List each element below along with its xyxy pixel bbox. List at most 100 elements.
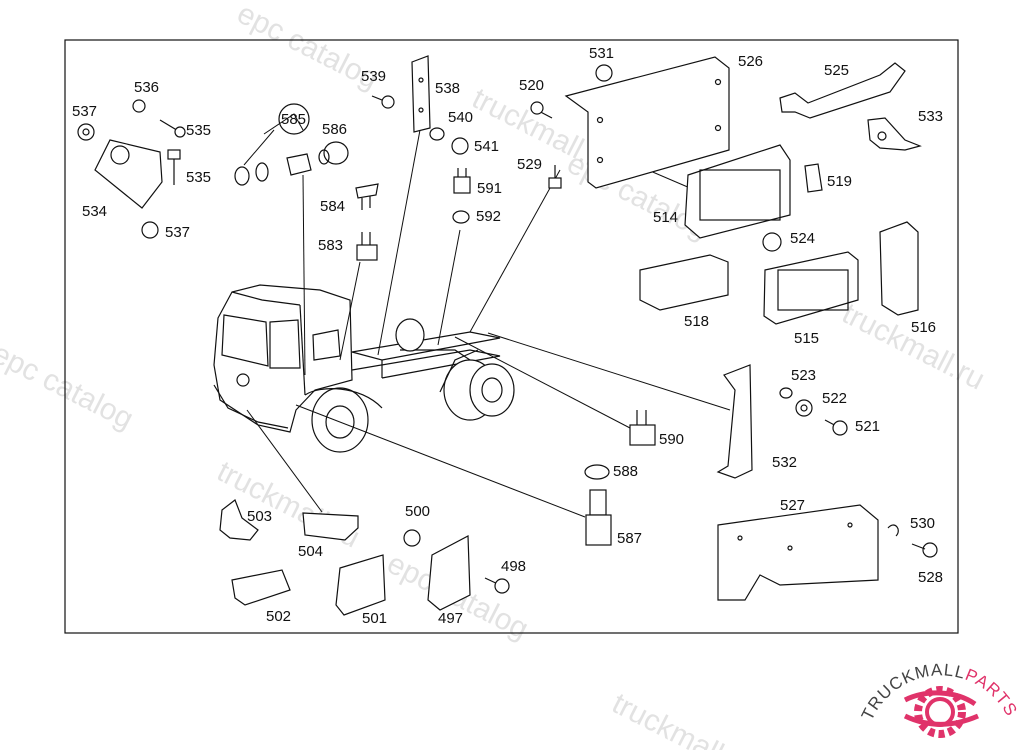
part-516-cover-box [879,221,919,316]
label-527: 527 [780,497,805,514]
part-523-washer [779,387,793,399]
label-518: 518 [684,313,709,330]
part-587-spark-plug [585,489,612,546]
label-540: 540 [448,109,473,126]
label-501: 501 [362,610,387,627]
part-592-washer [452,210,470,224]
part-538-bracket [411,55,431,133]
part-526-bracket-plate [564,56,730,189]
logo-text-accent: PARTS [963,665,1022,720]
part-590-switch [629,410,656,446]
part-586-cap [318,141,349,165]
label-530: 530 [910,515,935,532]
part-503-bracket [219,499,259,541]
part-540-washer [429,127,445,141]
part-521-bolt [824,419,848,436]
part-535-bolt [159,119,186,138]
label-532: 532 [772,454,797,471]
label-590: 590 [659,431,684,448]
label-585: 585 [281,111,306,128]
part-number-labels: 537 536 535 535 534 537 585 586 584 583 … [72,45,943,627]
label-500: 500 [405,503,430,520]
part-500-nut [403,529,421,547]
label-522: 522 [822,390,847,407]
truckmallparts-logo: TRUCKMALLPARTS [858,660,1022,738]
label-588: 588 [613,463,638,480]
part-504-bracket [302,512,359,541]
part-588-nut [584,464,610,480]
part-518-relay-box [639,254,729,311]
part-522-washer [795,399,813,417]
label-516: 516 [911,319,936,336]
part-520-bolt [530,101,553,119]
part-541-nut [451,137,469,155]
part-525-bracket [779,62,906,119]
part-536-washer [132,99,146,113]
label-529: 529 [517,156,542,173]
part-591-sensor [453,168,471,194]
part-515-cover [763,251,859,325]
part-583-switch [356,232,378,261]
label-586: 586 [322,121,347,138]
part-514-control-unit [684,144,791,239]
watermark-text: epc catalog [0,337,139,436]
part-530-washer [887,524,899,537]
part-584-plug [355,183,379,210]
label-583: 583 [318,237,343,254]
label-533: 533 [918,108,943,125]
part-537-nut [141,221,159,239]
leader-lines [243,113,731,518]
label-535: 535 [186,169,211,186]
part-524-nut [762,232,782,252]
label-498: 498 [501,558,526,575]
label-497: 497 [438,610,463,627]
part-531-nut [595,64,613,82]
label-524: 524 [790,230,815,247]
label-537: 537 [165,224,190,241]
part-537-nut [77,123,95,141]
label-523: 523 [791,367,816,384]
label-587: 587 [617,530,642,547]
part-501-bracket [335,554,386,616]
label-535: 535 [186,122,211,139]
watermark-text: truckmall.ru [607,687,760,750]
part-532-bracket [716,364,753,479]
truck-chassis-drawing [213,284,515,453]
label-536: 536 [134,79,159,96]
part-585-items [234,153,312,186]
label-519: 519 [827,173,852,190]
part-498-bolt [484,577,510,594]
watermark-text: truckmall.ru [837,297,990,397]
part-527-bracket [717,504,879,601]
part-535-bolt [167,149,181,185]
label-515: 515 [794,330,819,347]
label-526: 526 [738,53,763,70]
label-528: 528 [918,569,943,586]
label-584: 584 [320,198,345,215]
part-533-bracket [867,117,922,151]
part-539-bolt [371,95,395,109]
part-502-bracket [231,569,291,606]
label-504: 504 [298,543,323,560]
part-519-clip [804,163,823,193]
part-497-bracket [427,535,471,611]
label-537: 537 [72,103,97,120]
label-503: 503 [247,508,272,525]
label-534: 534 [82,203,107,220]
label-539: 539 [361,68,386,85]
label-538: 538 [435,80,460,97]
label-541: 541 [474,138,499,155]
diagram-frame [64,39,959,634]
label-591: 591 [477,180,502,197]
label-520: 520 [519,77,544,94]
part-528-bolt [911,542,938,558]
gear-icon [903,686,979,738]
part-585-circle-callout [278,103,310,135]
part-529-bolt [548,165,562,189]
label-592: 592 [476,208,501,225]
label-521: 521 [855,418,880,435]
part-534-bracket [94,139,163,209]
label-531: 531 [589,45,614,62]
label-514: 514 [653,209,678,226]
